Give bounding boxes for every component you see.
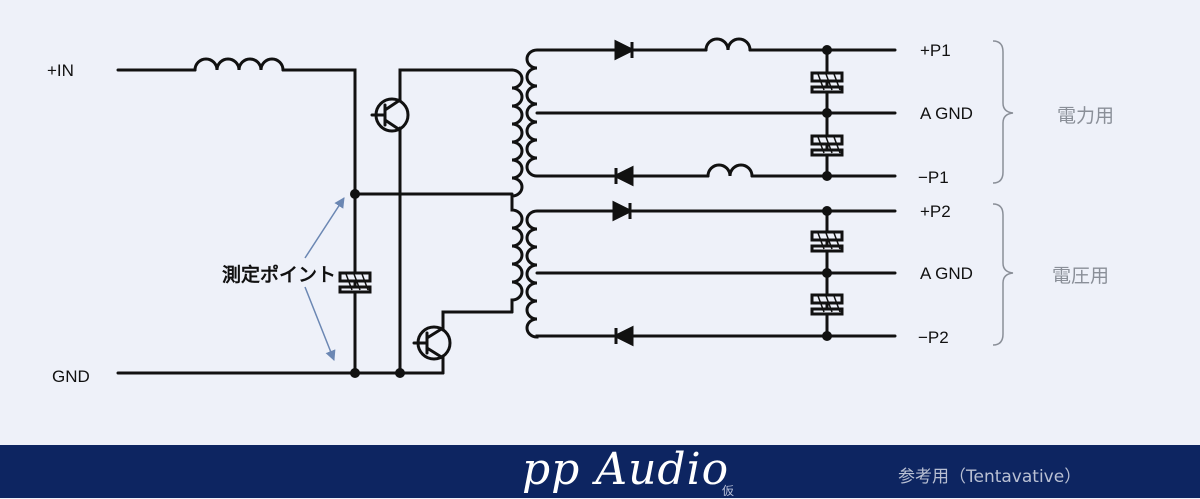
circuit-diagram: +IN GND 測定ポイント +P1 A GND −P1 +P2 A GND −… bbox=[47, 37, 1114, 386]
label-p1-minus: −P1 bbox=[918, 168, 949, 187]
wire-q1-collector bbox=[398, 68, 514, 102]
diode-p2-plus bbox=[612, 200, 634, 222]
brand-logo: pp Audio bbox=[522, 444, 730, 495]
bracket-power bbox=[992, 40, 1014, 184]
capacitor-p1-lower bbox=[810, 134, 844, 157]
transformer-secondary-2 bbox=[525, 209, 555, 339]
wire-input-plus-2 bbox=[281, 68, 357, 374]
label-input-gnd: GND bbox=[52, 367, 90, 386]
label-p2-minus: −P2 bbox=[918, 328, 949, 347]
diode-p1-minus bbox=[612, 165, 634, 187]
diode-p2-minus bbox=[612, 325, 634, 347]
capacitor-p1-upper bbox=[810, 71, 844, 94]
label-p2-plus: +P2 bbox=[920, 202, 951, 221]
footer-bar bbox=[0, 445, 1200, 498]
group-label-power: 電力用 bbox=[1057, 105, 1114, 127]
capacitor-p2-lower bbox=[810, 293, 844, 316]
transistor-q2-base bbox=[412, 326, 445, 360]
junction-dot bbox=[822, 206, 832, 216]
input-inductor bbox=[193, 57, 285, 72]
label-input-plus: +IN bbox=[47, 61, 74, 80]
brand-logo-sub: 仮 bbox=[722, 484, 735, 498]
junction-dot bbox=[350, 189, 360, 199]
arrow-to-measure-bottom bbox=[304, 286, 336, 361]
junction-dot bbox=[822, 268, 832, 278]
label-measure-point: 測定ポイント bbox=[222, 263, 336, 286]
junction-dot bbox=[350, 368, 360, 378]
junction-dot bbox=[822, 108, 832, 118]
label-agnd-2: A GND bbox=[920, 264, 973, 283]
label-p1-plus: +P1 bbox=[920, 41, 951, 60]
transformer-primary bbox=[510, 68, 524, 314]
group-label-voltage: 電圧用 bbox=[1052, 265, 1109, 287]
capacitor-p2-upper bbox=[810, 230, 844, 253]
diode-p1-plus bbox=[614, 39, 636, 61]
footer-note: 参考用（Tentavative） bbox=[898, 467, 1082, 487]
wire-q2-collector bbox=[441, 310, 514, 332]
junction-dot bbox=[822, 171, 832, 181]
inductor-p1-plus bbox=[704, 37, 752, 52]
junction-dot bbox=[822, 45, 832, 55]
bracket-voltage bbox=[992, 203, 1014, 346]
arrow-to-measure-top bbox=[304, 197, 345, 259]
transistor-q1-base bbox=[370, 98, 402, 132]
junction-dot bbox=[395, 368, 405, 378]
junction-dot bbox=[822, 331, 832, 341]
transformer-secondary-1 bbox=[525, 48, 555, 178]
label-agnd-1: A GND bbox=[920, 104, 973, 123]
inductor-p1-minus bbox=[706, 163, 754, 178]
capacitor-input bbox=[338, 271, 372, 294]
